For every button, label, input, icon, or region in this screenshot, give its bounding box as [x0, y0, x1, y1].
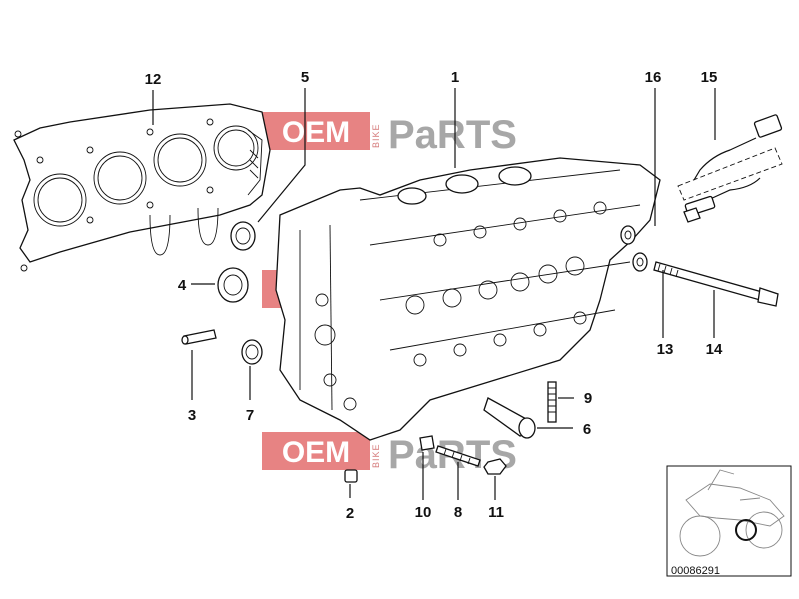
o-ring: [241, 339, 263, 365]
motorcycle-icon: [679, 469, 785, 557]
watermark-oem-box: [262, 432, 370, 470]
callout-14: 14: [706, 341, 723, 358]
callout-15: 15: [701, 69, 718, 86]
seal-ring: [230, 221, 256, 251]
callout-5: 5: [301, 69, 309, 86]
callout-3: 3: [188, 407, 196, 424]
watermark-top: OEM BIKE PaRTS: [262, 112, 517, 157]
engine-location-marker: [735, 519, 757, 541]
bushing: [217, 267, 249, 303]
watermark-oem-box: [262, 112, 370, 150]
head-gasket: [13, 103, 271, 272]
callout-11: 11: [488, 504, 504, 521]
callout-7: 7: [246, 407, 254, 424]
dowel-pin: [181, 329, 217, 345]
stud-sleeve: [483, 397, 536, 439]
watermark-oem-text: OEM: [282, 116, 350, 149]
long-bolt: [653, 261, 779, 307]
temperature-sensor: [677, 114, 783, 223]
hex-nut: [483, 458, 507, 475]
callout-12: 12: [145, 71, 162, 88]
callout-10: 10: [415, 504, 432, 521]
callout-4: 4: [178, 277, 187, 294]
washer-13: [632, 252, 648, 272]
threaded-stud: [435, 445, 481, 467]
reference-number: 00086291: [671, 565, 720, 577]
washer: [620, 225, 636, 245]
callout-6: 6: [583, 421, 591, 438]
watermark-bike-text: BIKE: [371, 123, 381, 148]
stud-bolt: [547, 381, 557, 423]
watermark-parts-text: PaRTS: [388, 113, 517, 157]
watermark-bike-text: BIKE: [371, 443, 381, 468]
callout-13: 13: [657, 341, 674, 358]
callout-1: 1: [451, 69, 459, 86]
callouts: 12 5 1 16 15 4 3 7 2 9 6 10 8 11 13 14: [145, 69, 723, 522]
callout-16: 16: [645, 69, 662, 86]
motorcycle-inset: 00086291: [666, 465, 792, 577]
inset-frame: [666, 465, 792, 577]
callout-2: 2: [346, 505, 354, 522]
callout-8: 8: [454, 504, 462, 521]
sleeve: [419, 435, 435, 451]
callout-9: 9: [584, 390, 592, 407]
watermark-oem-text: OEM: [282, 436, 350, 469]
leader-lines: [152, 88, 716, 500]
sleeve-nut: [344, 469, 358, 483]
watermark-bottom: OEM BIKE PaRTS: [262, 432, 517, 477]
cylinder-head: [275, 157, 661, 441]
